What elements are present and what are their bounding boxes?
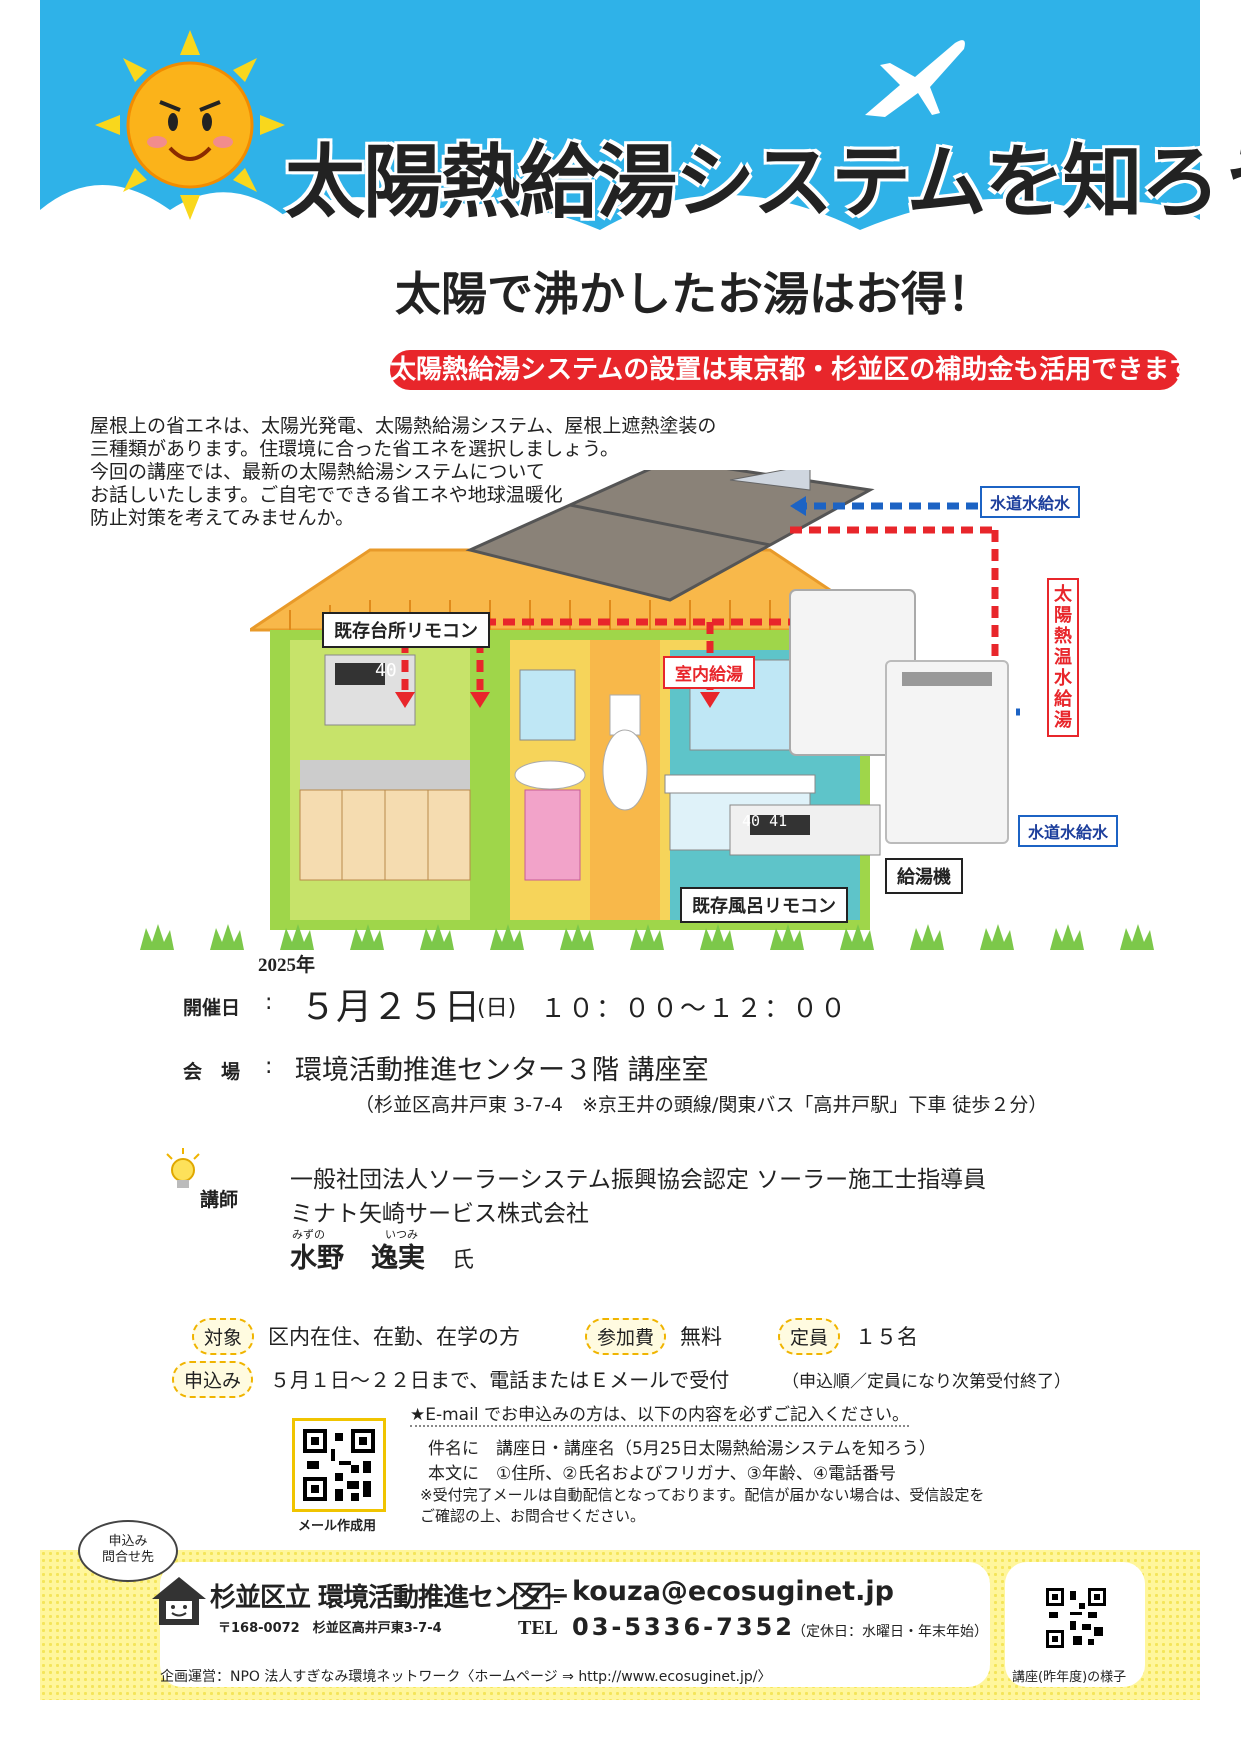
intro-line: 防止対策を考えてみませんか。 — [90, 507, 355, 529]
operator-info: 企画運営：NPO 法人すぎなみ環境ネットワーク〈ホームページ ⇒ http://… — [160, 1669, 772, 1685]
org-name: 杉並区立 環境活動推進センター — [210, 1583, 569, 1613]
lecturer-suffix: 氏 — [452, 1248, 475, 1273]
fee-label: 参加費 — [585, 1318, 667, 1355]
house-illustration — [250, 470, 1020, 930]
water-heater-label: 給湯機 — [885, 858, 963, 894]
apply-value: ５月１日～２２日まで、電話またはＥメールで受付 — [270, 1368, 730, 1392]
email-note-1: ※受付完了メールは自動配信となっております。配信が届かない場合は、受信設定を — [420, 1486, 985, 1504]
apply-label: 申込み — [172, 1361, 254, 1398]
mail-qr-caption: メール作成用 — [298, 1519, 377, 1534]
contact-email[interactable]: kouza@ecosuginet.jp — [572, 1576, 894, 1607]
venue-value: 環境活動推進センター３階 講座室 — [295, 1055, 709, 1086]
intro-line: 屋根上の省エネは、太陽光発電、太陽熱給湯システム、屋根上遮熱塗装の — [90, 415, 717, 437]
capacity-value: １５名 — [855, 1325, 918, 1349]
contact-box — [160, 1562, 990, 1687]
capacity-label: 定員 — [778, 1318, 841, 1355]
org-address: 〒168-0072 杉並区高井戸東3-7-4 — [218, 1621, 442, 1636]
date-day: (日) — [477, 996, 517, 1021]
cloud-decoration — [40, 185, 1200, 350]
lecturer-label: 講師 — [200, 1189, 239, 1211]
email-body-instruction: 本文に ①住所、②氏名およびフリガナ、③年齢、④電話番号 — [428, 1464, 897, 1484]
venue-note: （杉並区高井戸東 3-7-4 ※京王井の頭線/関東バス「高井戸駅」下車 徒歩２分… — [355, 1094, 1048, 1116]
page-title: 太陽熱給湯システムを知ろう — [285, 136, 1241, 229]
house-logo-icon — [152, 1577, 206, 1625]
target-label: 対象 — [192, 1318, 255, 1355]
water-supply-top-label: 水道水給水 — [980, 486, 1081, 518]
intro-line: お話しいたします。ご自宅でできる省エネや地球温暖化 — [90, 484, 563, 506]
water-supply-bottom-label: 水道水給水 — [1018, 815, 1119, 847]
venue-colon: : — [265, 1054, 273, 1079]
venue-label: 会 場 — [183, 1061, 241, 1083]
fee-value: 無料 — [680, 1325, 722, 1349]
bath-remote-display: 40 41 — [742, 812, 788, 830]
page-subtitle: 太陽で沸かしたお湯はお得！ — [395, 267, 993, 321]
kitchen-remote-display: 40 — [375, 660, 397, 681]
contact-bubble: 申込み 問合せ先 — [78, 1520, 178, 1582]
event-year: 2025年 — [258, 955, 316, 976]
date-colon: : — [265, 990, 273, 1015]
date-label: 開催日 — [183, 997, 241, 1019]
airplane-icon — [865, 40, 965, 117]
intro-line: 三種類があります。住環境に合った省エネを選択しましょう。 — [90, 438, 619, 460]
lecturer-ruby-given: いつみ — [385, 1228, 418, 1241]
qr-code-icon — [303, 1429, 375, 1501]
solar-hot-water-label: 太陽熱温水給湯 — [1047, 578, 1079, 737]
intro-line: 今回の講座では、最新の太陽熱給湯システムについて — [90, 461, 545, 483]
tel-value[interactable]: 03-5336-7352 — [572, 1613, 795, 1641]
lecturer-company: ミナト矢崎サービス株式会社 — [290, 1201, 589, 1227]
email-note-2: ご確認の上、お問合せください。 — [420, 1507, 646, 1525]
lecturer-name: 水野 逸実 — [290, 1243, 425, 1274]
kitchen-remote-label: 既存台所リモコン — [322, 612, 490, 648]
water-heater-unit — [885, 660, 1009, 844]
target-value: 区内在住、在勤、在学の方 — [268, 1325, 520, 1349]
qr-code-icon — [1046, 1588, 1106, 1648]
lecture-qr-code[interactable] — [1043, 1585, 1109, 1651]
sun-icon — [95, 30, 285, 220]
date-value: ５月２５日 — [300, 987, 481, 1028]
tel-label: TEL — [518, 1617, 559, 1639]
bath-remote-label: 既存風呂リモコン — [680, 887, 848, 923]
lightbulb-icon — [166, 1148, 200, 1188]
lecturer-certification: 一般社団法人ソーラーシステム振興協会認定 ソーラー施工士指導員 — [290, 1167, 987, 1193]
date-time: １０：００～１２：００ — [540, 994, 849, 1024]
subsidy-banner: 太陽熱給湯システムの設置は東京都・杉並区の補助金も活用できます — [390, 350, 1195, 390]
lecturer-ruby-surname: みずの — [292, 1228, 325, 1241]
water-heater-vent — [902, 672, 992, 686]
indoor-supply-label: 室内給湯 — [663, 656, 755, 689]
email-instructions-heading: ★E-mail でお申込みの方は、以下の内容を必ずご記入ください。 — [410, 1400, 909, 1427]
mail-qr-code[interactable] — [292, 1418, 386, 1512]
grass-decoration — [140, 924, 1154, 950]
tel-note: （定休日：水曜日・年末年始） — [792, 1624, 988, 1640]
mail-icon — [514, 1582, 564, 1610]
intro-text: 屋根上の省エネは、太陽光発電、太陽熱給湯システム、屋根上遮熱塗装の 三種類があり… — [90, 415, 840, 530]
apply-note: （申込順／定員になり次第受付終了） — [782, 1372, 1071, 1392]
lecture-qr-caption: 講座(昨年度)の様子 — [1012, 1670, 1127, 1685]
email-subject-instruction: 件名に 講座日・講座名（5月25日太陽熱給湯システムを知ろう） — [428, 1439, 936, 1459]
